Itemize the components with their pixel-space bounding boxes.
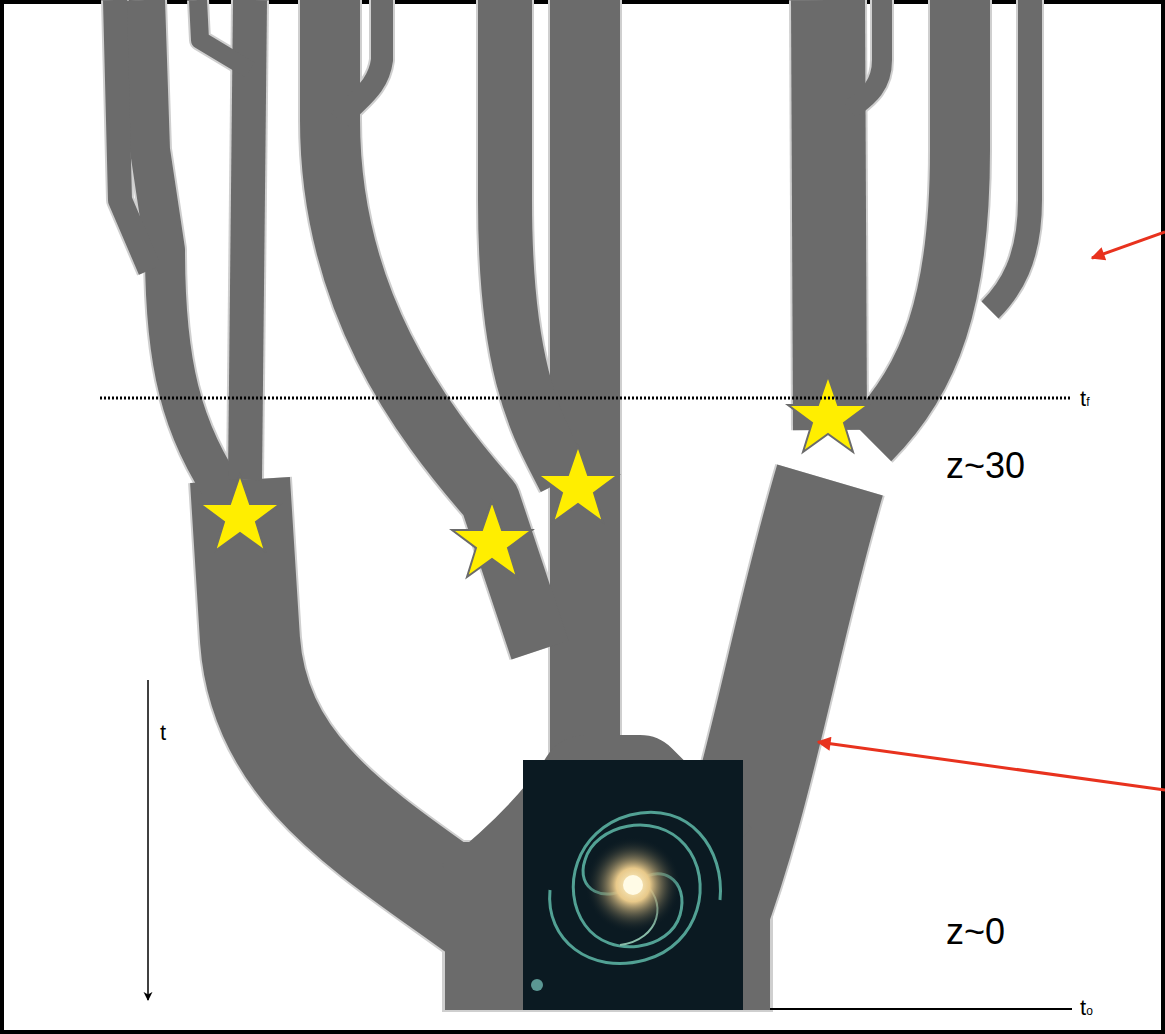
redshift-label: z~30 — [946, 448, 1025, 484]
tree-outline — [115, 0, 1030, 1012]
formation-time-line — [100, 397, 1072, 400]
time-label: tf — [1080, 388, 1089, 410]
pointer-arrow — [818, 742, 1165, 790]
time-axis-arrow — [147, 680, 149, 1000]
present-time-line — [770, 1008, 1072, 1010]
merger-tree — [115, 0, 1030, 1010]
time-label: to — [1080, 997, 1093, 1019]
time-axis-label: t — [160, 722, 166, 744]
redshift-label: z~0 — [946, 914, 1005, 950]
pointer-arrow — [1092, 232, 1165, 258]
galaxy-picture — [523, 760, 743, 1010]
star-symbols — [200, 376, 868, 577]
